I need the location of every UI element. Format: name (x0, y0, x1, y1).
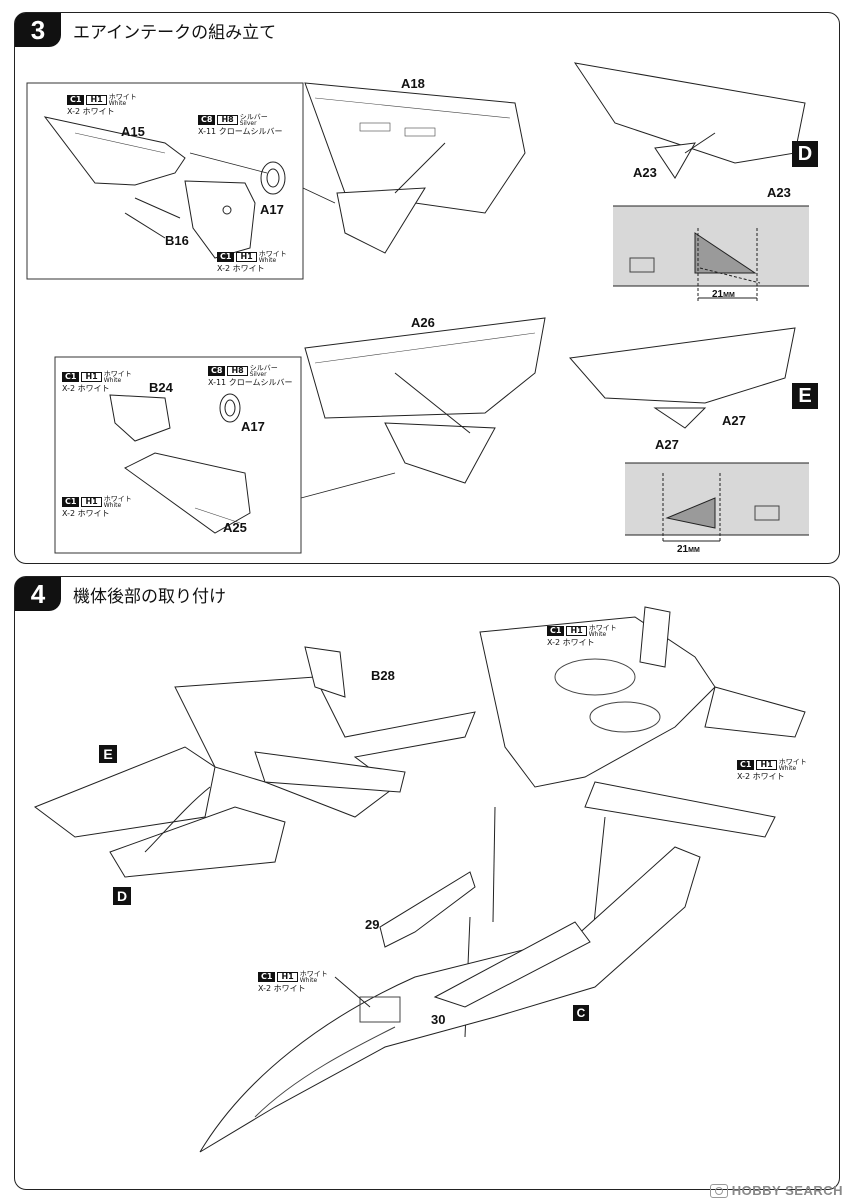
part-a17-label: A17 (260, 202, 284, 217)
part-a27-detail-label: A27 (655, 437, 679, 452)
part-a27-label: A27 (722, 413, 746, 428)
part-a23-label: A23 (633, 165, 657, 180)
part-a26-label: A26 (411, 315, 435, 330)
part-b16-label: B16 (165, 233, 189, 248)
step-4-illustration (33, 606, 806, 1153)
subassembly-d-tag: D (792, 141, 818, 167)
part-29-label: 29 (365, 917, 380, 932)
part-a25-label: A25 (223, 520, 247, 535)
subassembly-d-tag-step4: D (113, 887, 131, 905)
step-4-number: 4 (15, 577, 61, 611)
step-4-title: 機体後部の取り付け (73, 586, 226, 607)
step-4-panel: 4 機体後部の取り付け B28 29 30 (14, 576, 840, 1190)
step-3-number: 3 (15, 13, 61, 47)
dimension-21mm-d: 21MM (712, 289, 735, 300)
step-3-title: エアインテークの組み立て (73, 22, 277, 43)
subassembly-c-tag: C (573, 1005, 589, 1021)
hobby-search-logo-icon (709, 1183, 728, 1198)
dimension-21mm-e: 21MM (677, 544, 700, 555)
part-b28-label: B28 (371, 668, 395, 683)
part-a17b-label: A17 (241, 419, 265, 434)
step-3-illustration (26, 62, 809, 554)
subassembly-e-tag: E (792, 383, 818, 409)
watermark-text: HOBBY SEARCH (731, 1183, 843, 1198)
part-b24-label: B24 (149, 380, 173, 395)
part-30-label: 30 (431, 1012, 446, 1027)
part-a23-detail-label: A23 (767, 185, 791, 200)
step-3-header: 3 エアインテークの組み立て (15, 13, 276, 47)
watermark: HOBBY SEARCH (709, 1183, 843, 1198)
step-3-panel: 3 エアインテークの組み立て (14, 12, 840, 564)
part-a15-label: A15 (121, 124, 145, 139)
step-4-header: 4 機体後部の取り付け (15, 577, 226, 611)
subassembly-e-tag-step4: E (99, 745, 117, 763)
part-a18-label: A18 (401, 76, 425, 91)
